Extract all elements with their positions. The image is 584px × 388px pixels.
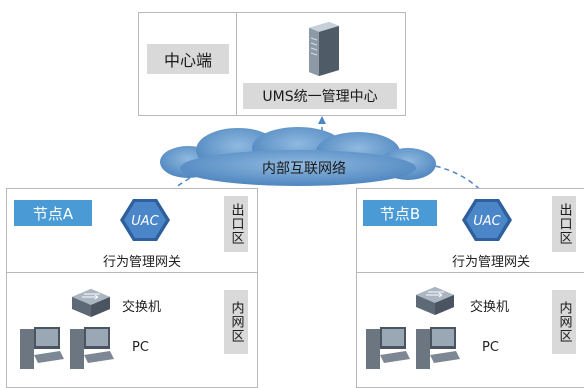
link-cloud-to-node-b	[417, 162, 487, 197]
node-b-divider	[356, 272, 584, 273]
link-arrow-up	[318, 116, 326, 124]
center-label: 中心端	[147, 44, 229, 74]
pc-icon	[366, 327, 460, 369]
switch-caption: 交换机	[122, 300, 162, 315]
network-label: 内部互联网络	[262, 161, 346, 177]
center-divider	[236, 12, 237, 116]
uac-caption: 行为管理网关	[103, 255, 182, 270]
uac-caption: 行为管理网关	[452, 255, 531, 270]
uac-gateway-icon: UAC	[120, 199, 170, 241]
node-b-label: 节点B	[363, 200, 437, 226]
node-a-divider	[6, 272, 258, 273]
exit-zone-label: 出口区	[224, 196, 248, 252]
uac-text: UAC	[131, 214, 159, 229]
uac-gateway-icon: UAC	[462, 199, 512, 241]
node-a-label: 节点A	[14, 200, 92, 226]
switch-icon	[416, 287, 454, 315]
pc-icon	[20, 327, 114, 369]
cloud-icon	[160, 127, 436, 186]
inner-zone-label: 内网区	[224, 290, 248, 354]
inner-zone-label: 内网区	[552, 290, 576, 354]
uac-text: UAC	[473, 214, 501, 229]
switch-caption: 交换机	[470, 300, 510, 315]
server-icon	[309, 22, 339, 76]
switch-icon	[72, 289, 110, 317]
exit-zone-label: 出口区	[552, 196, 576, 252]
server-caption: UMS统一管理中心	[243, 83, 397, 109]
pc-caption: PC	[482, 340, 499, 355]
pc-caption: PC	[132, 340, 149, 355]
